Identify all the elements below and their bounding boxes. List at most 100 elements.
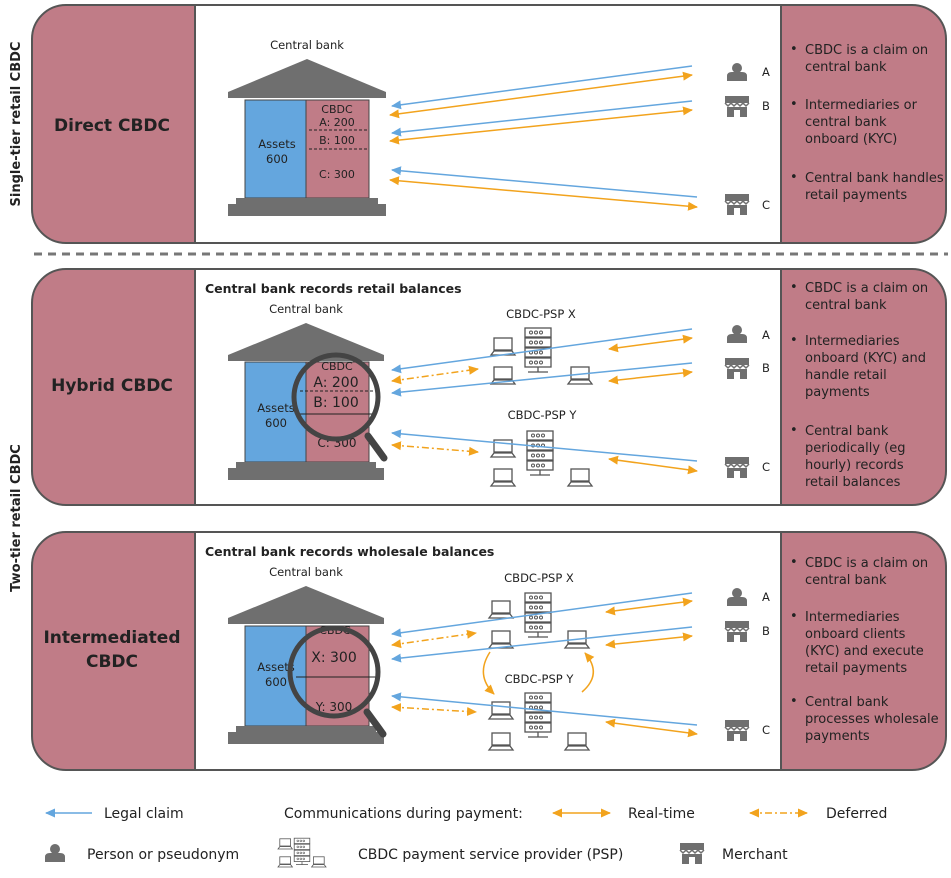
cbdc-label: CBDC (321, 360, 353, 373)
legend-merchant-label: Merchant (722, 847, 788, 863)
legend-deferred-label: Deferred (826, 806, 887, 822)
computer-icon (488, 630, 514, 649)
deferred-arrow (391, 703, 477, 716)
user-label-b: B (762, 624, 770, 638)
psp-y-label: CBDC-PSP Y (508, 408, 578, 422)
psp-transfer-arrow (581, 652, 595, 693)
computer-icon (488, 732, 514, 751)
svg-text:•: • (790, 609, 798, 624)
bullet-line: Central bank handles (805, 171, 944, 186)
bullet-line: Intermediaries (805, 610, 900, 625)
svg-text:•: • (790, 280, 798, 295)
bullet-line: payments (805, 729, 870, 744)
bullet-line: Intermediaries (805, 334, 900, 349)
assets-label: Assets (257, 401, 294, 415)
bullet-line: retail payments (805, 188, 907, 203)
bullet-line: retail payments (805, 661, 907, 676)
side-label-two-tier: Two-tier retail CBDC (9, 444, 24, 592)
svg-text:•: • (790, 42, 798, 57)
realtime-arrow (608, 334, 693, 353)
cbdc-balance-a: A: 200 (313, 375, 358, 391)
bank-roof (228, 586, 384, 618)
svg-text:•: • (790, 694, 798, 709)
cbdc-balance-a: A: 200 (319, 116, 355, 129)
row-title: Hybrid CBDC (51, 376, 173, 396)
user-label-b: B (762, 99, 770, 113)
svg-text:•: • (790, 170, 798, 185)
row-subtitle: Central bank records retail balances (205, 281, 462, 296)
bullet-line: onboard clients (805, 627, 906, 642)
assets-label: Assets (257, 660, 294, 674)
bullet-line: central bank (805, 60, 887, 75)
central-bank-building: Central bank Assets 600 CBDC X: 300 Y: 3… (228, 565, 387, 744)
legend-person-icon (45, 844, 65, 862)
payment-arrows (391, 328, 698, 475)
legend-communications-label: Communications during payment: (284, 806, 523, 822)
realtime-arrow (389, 106, 693, 145)
psp-x-label: CBDC-PSP X (504, 571, 574, 585)
cbdc-balance-b: B: 100 (319, 134, 355, 147)
computer-icon (490, 337, 516, 356)
legend-merchant-icon (679, 842, 705, 865)
row-title: Direct CBDC (54, 116, 170, 136)
bank-roof (228, 59, 386, 92)
bullet-line: retail balances (805, 475, 901, 490)
payment-arrows (389, 65, 698, 211)
legend-person-label: Person or pseudonym (87, 847, 239, 863)
central-bank-building: Central bank Assets 600 CBDC A: 200 B: 1… (228, 302, 388, 480)
realtime-arrow (389, 176, 698, 211)
bullet-line: hourly) records (805, 458, 904, 473)
bullet-line: central bank (805, 298, 887, 313)
legal-claim-arrow (391, 626, 693, 663)
computer-icon (490, 468, 516, 487)
cbdc-block (305, 361, 370, 463)
bullet-line: Intermediaries or (805, 98, 918, 113)
row-intermediated-cbdc: Intermediated CBDC Central bank records … (31, 531, 947, 771)
cbdc-label: CBDC (321, 103, 353, 116)
computer-icon (567, 468, 593, 487)
bullet-line: (KYC) and execute (805, 644, 924, 659)
assets-value: 600 (265, 416, 287, 430)
computer-icon (488, 701, 514, 720)
user-label-c: C (762, 198, 770, 212)
user-label-b: B (762, 361, 770, 375)
central-bank-label: Central bank (269, 302, 343, 316)
assets-value: 600 (265, 675, 287, 689)
legend-realtime-label: Real-time (628, 806, 695, 822)
cbdc-balance-y: Y: 300 (315, 700, 353, 714)
cbdc-balance-b: B: 100 (313, 395, 359, 411)
user-label-a: A (762, 65, 770, 79)
bullet-list: • CBDC is a claim on central bank • Inte… (790, 280, 928, 490)
bullet-line: onboard (KYC) and (805, 351, 926, 366)
bullet-line: Central bank (805, 695, 889, 710)
side-label-single-tier: Single-tier retail CBDC (9, 42, 24, 207)
legend: Legal claim Communications during paymen… (45, 806, 887, 868)
bullet-line: CBDC is a claim on (805, 556, 928, 571)
row-hybrid-cbdc: Hybrid CBDC Central bank records retail … (31, 268, 947, 506)
realtime-arrow (608, 455, 698, 475)
bank-roof (228, 323, 384, 355)
row-title: Intermediated (43, 628, 180, 648)
bullet-line: CBDC is a claim on (805, 43, 928, 58)
svg-text:•: • (790, 97, 798, 112)
deferred-arrow (391, 441, 479, 456)
psp-y-label: CBDC-PSP Y (505, 672, 575, 686)
central-bank-building: Central bank Assets 600 CBDC A: 200 B: 1… (228, 38, 386, 216)
bullet-line: Central bank (805, 424, 889, 439)
bullet-line: processes wholesale (805, 712, 939, 727)
computer-icon (488, 600, 514, 619)
svg-text:•: • (790, 555, 798, 570)
deferred-arrow (391, 629, 477, 649)
server-icon (524, 692, 552, 738)
assets-label: Assets (258, 137, 295, 151)
magnifier-icon (291, 352, 388, 462)
user-label-c: C (762, 723, 770, 737)
row-subtitle: Central bank records wholesale balances (205, 544, 494, 559)
bullet-line: central bank (805, 115, 887, 130)
row-title: CBDC (86, 652, 138, 672)
central-bank-label: Central bank (270, 38, 344, 52)
central-bank-label: Central bank (269, 565, 343, 579)
legal-claim-arrow (391, 362, 693, 397)
svg-text:•: • (790, 333, 798, 348)
